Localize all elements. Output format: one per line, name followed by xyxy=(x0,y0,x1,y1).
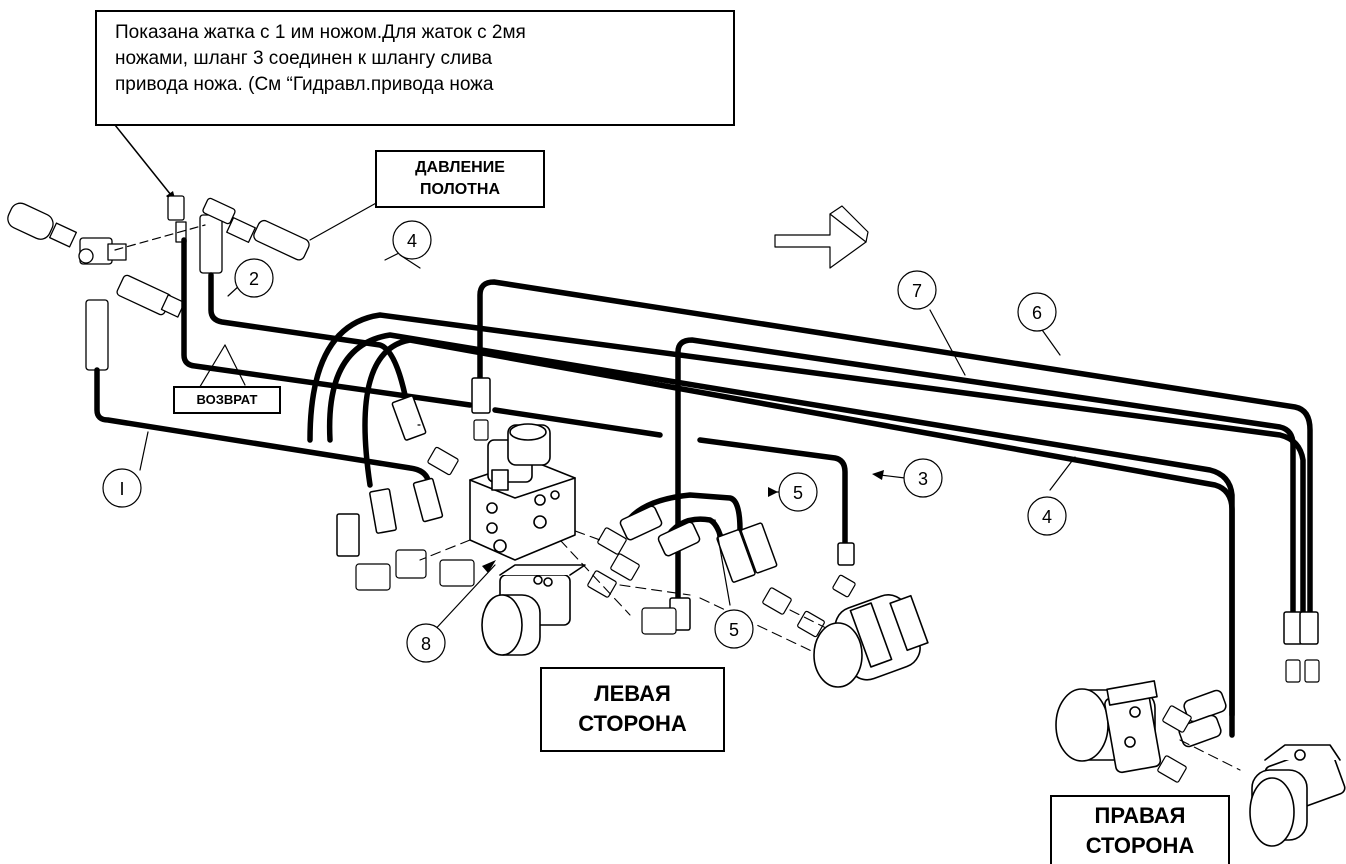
hose-4-front xyxy=(362,337,1235,718)
direction-arrow xyxy=(774,213,867,269)
tee-fitting xyxy=(78,237,127,265)
callout-8: 8 xyxy=(406,623,446,663)
pressure-label: ДАВЛЕНИЕ ПОЛОТНА xyxy=(375,150,545,208)
arrow-8 xyxy=(482,560,496,573)
svg-text:6: 6 xyxy=(1032,303,1042,323)
hose-2 xyxy=(208,272,408,398)
svg-text:5: 5 xyxy=(729,620,739,640)
callout-5-bottom: 5 xyxy=(714,609,754,649)
svg-text:7: 7 xyxy=(912,281,922,301)
svg-text:4: 4 xyxy=(1042,507,1052,527)
right-side-label-line-2: СТОРОНА xyxy=(1085,833,1195,858)
return-label: ВОЗВРАТ xyxy=(173,386,281,414)
hose-1 xyxy=(94,367,431,483)
elbow-fitting-top xyxy=(167,195,236,274)
svg-text:3: 3 xyxy=(918,469,928,489)
dashed-connection xyxy=(114,224,206,251)
arrow-3 xyxy=(872,470,884,480)
svg-text:4: 4 xyxy=(407,231,417,251)
note-box: Показана жатка с 1 им ножом.Для жаток с … xyxy=(95,10,735,126)
hose-7 xyxy=(675,337,1296,618)
left-motor xyxy=(481,564,586,656)
left-side-label: ЛЕВАЯ СТОРОНА xyxy=(540,667,725,752)
hose-4-upper xyxy=(307,312,1306,618)
direction-arrow-depth xyxy=(829,205,869,243)
callout-4-right: 4 xyxy=(1027,496,1067,536)
right-side-label: ПРАВАЯ СТОРОНА xyxy=(1050,795,1230,864)
svg-text:I: I xyxy=(119,479,124,499)
hose-3 xyxy=(492,407,848,548)
callout-1: I xyxy=(102,468,142,508)
left-drum-motor xyxy=(813,594,929,688)
left-side-label-line-1: ЛЕВАЯ xyxy=(594,681,671,706)
hose-return xyxy=(181,237,473,408)
right-side-label-line-1: ПРАВАЯ xyxy=(1094,803,1186,828)
valve-block xyxy=(469,423,576,561)
pressure-label-line-1: ДАВЛЕНИЕ xyxy=(415,159,505,176)
hose-6 xyxy=(477,279,1313,618)
pressure-label-line-2: ПОЛОТНА xyxy=(419,181,501,198)
note-line-2: ножами, шланг 3 соединен к шлангу слива xyxy=(115,48,493,69)
hoses xyxy=(94,237,1313,738)
left-side-label-line-2: СТОРОНА xyxy=(578,711,687,736)
callout-3: 3 xyxy=(903,458,943,498)
check-valve-fitting xyxy=(116,274,186,318)
note-leader-line xyxy=(114,124,176,201)
svg-text:5: 5 xyxy=(793,483,803,503)
right-drum-motor xyxy=(1249,744,1346,847)
callout-5-top: 5 xyxy=(778,472,818,512)
note-line-1: Показана жатка с 1 им ножом.Для жаток с … xyxy=(115,22,526,43)
pressure-coupler xyxy=(226,217,310,261)
right-motor xyxy=(1055,680,1162,774)
callout-4-top: 4 xyxy=(392,220,432,260)
callout-6: 6 xyxy=(1017,292,1057,332)
note-line-3: привода ножа. (См “Гидравл.привода ножа xyxy=(115,74,494,95)
arrow-5a xyxy=(768,487,778,497)
quick-coupler-left xyxy=(7,202,78,248)
svg-text:2: 2 xyxy=(249,269,259,289)
callout-leaders xyxy=(139,201,1076,636)
hose-4-lower xyxy=(326,332,1235,738)
svg-text:8: 8 xyxy=(421,634,431,654)
callout-2: 2 xyxy=(234,258,274,298)
small-fittings xyxy=(355,419,1320,783)
callout-7: 7 xyxy=(897,270,937,310)
hose-1-fitting xyxy=(85,299,109,371)
